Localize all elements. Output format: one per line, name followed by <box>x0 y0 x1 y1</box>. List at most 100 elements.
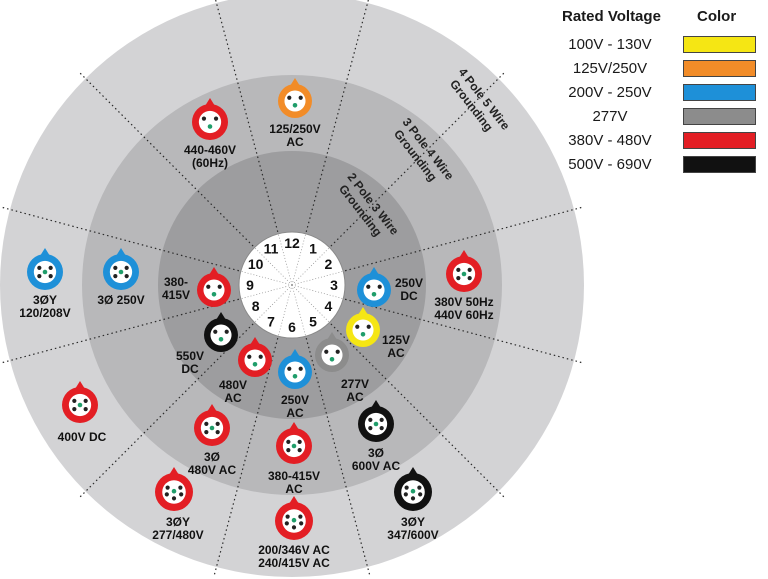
contact-pin <box>368 417 373 422</box>
contact-pin <box>366 324 371 329</box>
contact-pin <box>284 521 289 526</box>
connector-blue-4pin: 3Ø 250V <box>97 248 145 307</box>
contact-pin <box>213 116 219 121</box>
ground-pin <box>329 356 335 362</box>
connector-key-notch <box>408 467 418 475</box>
connector-label-line: 3Ø <box>204 450 220 464</box>
legend-row: 200V - 250V <box>540 81 768 105</box>
connector-label-line: 440V 60Hz <box>434 308 493 322</box>
connector-label-line: 380-415V <box>268 469 320 483</box>
contact-pin <box>335 349 340 354</box>
connector-face <box>321 344 343 366</box>
legend-color-header: Color <box>697 8 737 25</box>
contact-pin <box>83 398 88 403</box>
connector-label-line: 380- <box>164 275 188 289</box>
connector-key-notch <box>371 400 381 408</box>
connector-key-notch <box>250 337 260 345</box>
connector-key-notch <box>369 267 379 275</box>
clock-number: 5 <box>309 313 317 329</box>
contact-pin <box>355 324 360 329</box>
ground-pin <box>211 291 217 297</box>
legend-voltage-header: Rated Voltage <box>562 8 661 25</box>
ground-pin <box>252 361 258 367</box>
legend-color-swatch <box>683 156 756 173</box>
contact-pin <box>213 329 218 334</box>
connector-face <box>203 279 225 301</box>
contact-pin <box>258 354 263 359</box>
contact-pin <box>467 276 472 281</box>
clock-number: 6 <box>288 319 296 335</box>
legend-row: 380V - 480V <box>540 129 768 153</box>
legend-row: 125V/250V <box>540 57 768 81</box>
connector-face <box>210 324 232 346</box>
connector-label-line: AC <box>387 346 405 360</box>
contact-pin <box>72 407 77 412</box>
contact-pin <box>299 521 304 526</box>
ground-pin <box>371 291 377 297</box>
legend-color-swatch <box>683 84 756 101</box>
clock-number: 8 <box>252 298 260 314</box>
connector-label-line: 200/346V AC <box>258 543 330 557</box>
clock-number: 2 <box>324 256 332 272</box>
sector-divider-line <box>305 337 371 575</box>
connector-key-notch <box>116 248 126 256</box>
connector-label-line: 250V <box>281 393 309 407</box>
clock-number: 12 <box>284 235 300 251</box>
contact-pin <box>37 274 42 279</box>
connector-key-notch <box>169 467 179 475</box>
sector-divider-line <box>344 206 582 272</box>
connector-key-notch <box>40 248 50 256</box>
connector-key-notch <box>327 332 337 340</box>
connector-label-line: DC <box>400 289 418 303</box>
contact-pin <box>72 398 77 403</box>
clock-number: 7 <box>267 313 275 329</box>
sector-dividers <box>2 0 582 575</box>
contact-pin <box>456 276 461 281</box>
sector-divider-line <box>330 323 505 498</box>
contact-pin <box>164 492 169 497</box>
ground-pin <box>461 271 467 277</box>
ground-pin <box>42 269 48 275</box>
connector-label-line: 277/480V <box>152 528 203 542</box>
sector-divider-line <box>2 206 240 272</box>
connector-label: 400V DC <box>58 430 107 444</box>
connector-label-line: AC <box>224 391 242 405</box>
contact-pin <box>456 267 461 272</box>
clock-number: 10 <box>248 256 264 272</box>
connector-label-line: 600V AC <box>352 459 401 473</box>
contact-pin <box>297 448 302 453</box>
contact-pin <box>48 265 53 270</box>
sector-divider-line <box>213 337 279 575</box>
ground-pin <box>209 425 215 431</box>
sector-divider-line <box>2 298 240 364</box>
contact-pin <box>298 514 303 519</box>
contact-pin <box>379 417 384 422</box>
contact-pin <box>286 439 291 444</box>
connector-key-notch <box>205 98 215 106</box>
connector-label-line: 3Ø <box>368 446 384 460</box>
sector-divider-line <box>305 0 369 233</box>
connector-label: 440-460V(60Hz) <box>184 143 236 170</box>
contact-pin <box>206 284 211 289</box>
contact-pin <box>201 116 207 121</box>
contact-pin <box>404 485 409 490</box>
legend-voltage-label: 100V - 130V <box>568 36 652 53</box>
contact-pin <box>48 274 53 279</box>
ground-pin <box>291 443 297 449</box>
contact-pin <box>286 448 291 453</box>
connector-label-line: 3ØY <box>401 515 425 529</box>
connector-label-line: 125V <box>382 333 410 347</box>
legend-color-swatch <box>683 108 756 125</box>
